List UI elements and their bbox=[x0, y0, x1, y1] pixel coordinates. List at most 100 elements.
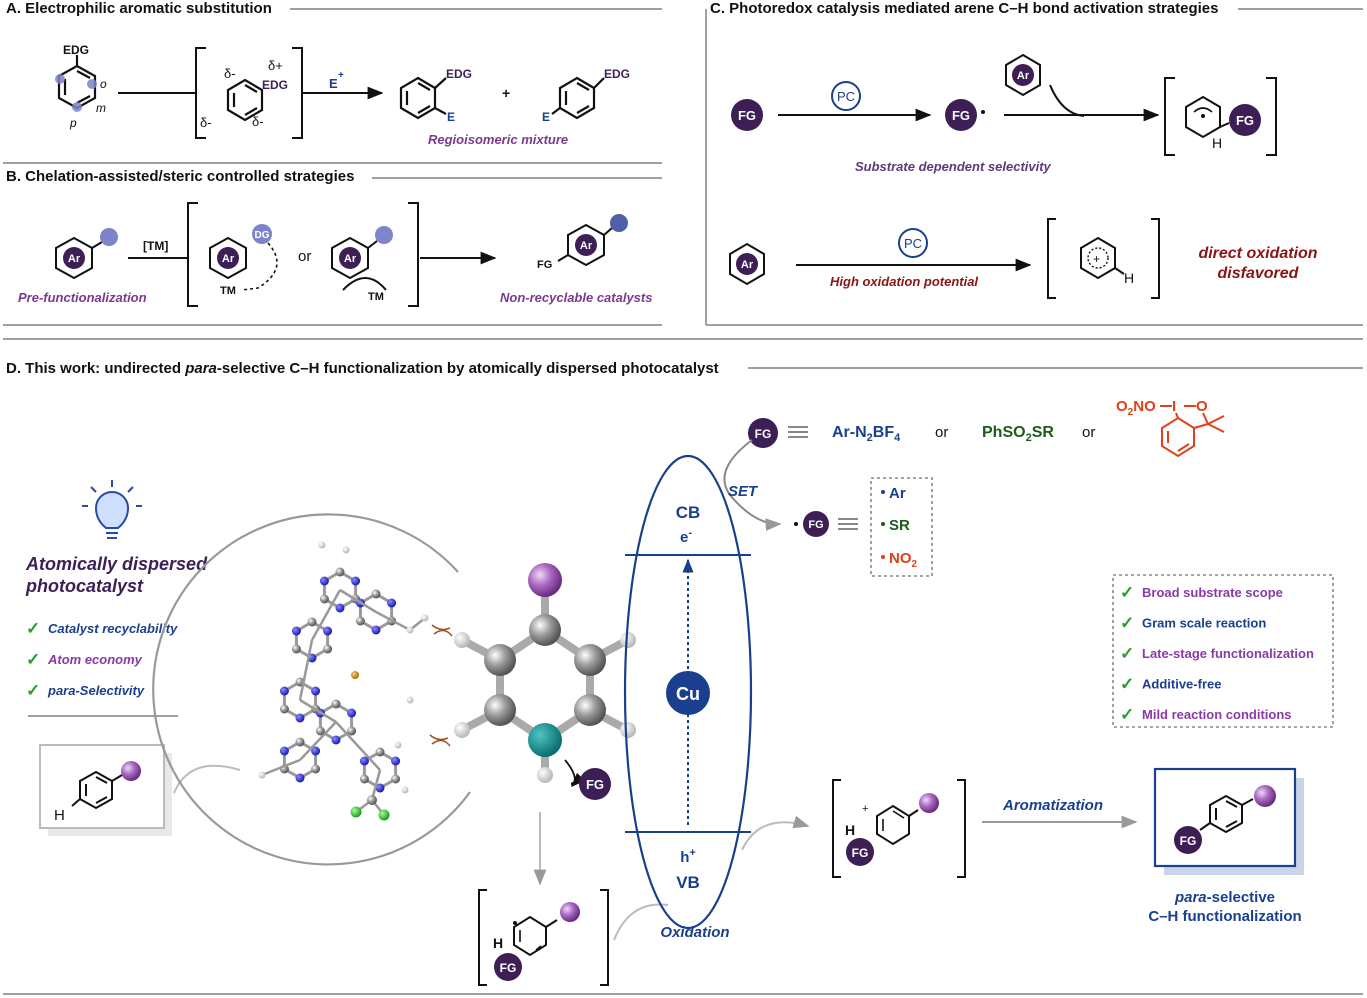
vb-label: VB bbox=[676, 873, 700, 892]
fg-label-product: FG bbox=[1180, 834, 1197, 848]
hydrogen-atom bbox=[394, 741, 402, 749]
delta-plus: δ+ bbox=[268, 58, 283, 73]
feature-item: para-Selectivity bbox=[47, 683, 145, 698]
svg-text:O2NO: O2NO bbox=[1116, 398, 1156, 418]
framework-atom bbox=[291, 644, 301, 654]
check-icon: ✓ bbox=[1120, 614, 1134, 633]
check-icon: ✓ bbox=[1120, 705, 1134, 724]
panel-d-title: D. This work: undirected para-selective … bbox=[6, 360, 719, 377]
check-icon: ✓ bbox=[1120, 644, 1134, 663]
equivalence-sign-1 bbox=[788, 426, 808, 438]
electrophile-plus: + bbox=[338, 70, 344, 81]
oxidation-label: Oxidation bbox=[660, 924, 729, 941]
substituent-sphere-1 bbox=[121, 761, 141, 781]
fg-label-c1: FG bbox=[738, 108, 756, 123]
svg-text:e-: e- bbox=[680, 527, 692, 546]
feature-item: Atom economy bbox=[47, 652, 143, 667]
advantage-item: Late-stage functionalization bbox=[1142, 646, 1314, 661]
bracket-c2-right bbox=[1151, 218, 1160, 299]
hole-sup: + bbox=[689, 847, 695, 859]
fg-badge-radical bbox=[803, 511, 829, 537]
meta-label: m bbox=[96, 101, 106, 115]
ortho-marker bbox=[87, 79, 97, 89]
framework-atom bbox=[391, 756, 401, 766]
hydrogen-atom bbox=[258, 771, 266, 779]
radical-ar: Ar bbox=[889, 485, 906, 502]
substituent-sphere-3 bbox=[919, 793, 939, 813]
hydrogen-atom bbox=[318, 541, 326, 549]
ar-badge-2 bbox=[217, 247, 239, 269]
bracket-d1-right bbox=[600, 889, 609, 986]
substituent-dot-1 bbox=[100, 228, 118, 246]
interaction-mark-1 bbox=[431, 624, 453, 637]
tm-label-2: TM bbox=[368, 291, 384, 303]
ar-badge-1 bbox=[63, 247, 85, 269]
pc-cycle-2 bbox=[898, 228, 928, 258]
bracket-d2-right bbox=[957, 779, 966, 878]
ortho-label: o bbox=[100, 77, 107, 91]
edg-label-2: EDG bbox=[262, 78, 288, 92]
delta-minus-1: δ- bbox=[224, 66, 236, 81]
product-caption-1: para-selective bbox=[1174, 889, 1275, 906]
check-icon: ✓ bbox=[1120, 675, 1134, 694]
product-e-1: E bbox=[447, 110, 455, 124]
substrate-3d bbox=[454, 563, 636, 783]
high-oxidation-caption: High oxidation potential bbox=[830, 274, 978, 289]
framework-atom bbox=[371, 589, 381, 599]
hydrogen-atom bbox=[406, 696, 414, 704]
radical-cation-label: + bbox=[1093, 252, 1100, 266]
framework-atom bbox=[311, 764, 321, 774]
substrate-box bbox=[39, 744, 165, 829]
svg-text:I: I bbox=[1172, 398, 1176, 415]
framework-atom bbox=[359, 756, 369, 766]
oxidation-arrow-d bbox=[741, 815, 810, 851]
set-arrow bbox=[723, 439, 782, 531]
framework-atom bbox=[335, 567, 345, 577]
framework-atom bbox=[295, 773, 305, 783]
radical-no2: NO2 bbox=[889, 550, 918, 570]
fg-label-reagent: FG bbox=[755, 427, 772, 441]
fg-badge-d2 bbox=[494, 953, 522, 981]
bracket-c1-left bbox=[1164, 77, 1175, 156]
section-dividers bbox=[3, 8, 1363, 995]
fg-badge-reagent bbox=[748, 418, 778, 448]
framework-atom bbox=[335, 603, 345, 613]
direct-oxidation-line1: direct oxidation bbox=[1198, 245, 1317, 262]
framework-atom bbox=[387, 598, 397, 608]
framework-atom bbox=[355, 616, 365, 626]
cation-plus: + bbox=[862, 803, 868, 815]
direct-oxidation-line2: disfavored bbox=[1218, 265, 1300, 282]
framework-atom bbox=[307, 617, 317, 627]
framework-atom bbox=[371, 625, 381, 635]
h-label-d3: H bbox=[845, 822, 855, 838]
fg-badge-d3 bbox=[846, 838, 874, 866]
feature-list: ✓Catalyst recyclability✓Atom economy✓par… bbox=[26, 619, 178, 700]
fg-radical-badge bbox=[945, 99, 977, 131]
electron-sup: - bbox=[688, 527, 692, 539]
framework-atom bbox=[291, 626, 301, 636]
hydrogen-atom bbox=[401, 786, 409, 794]
chlorine-atom bbox=[378, 809, 390, 821]
fg-label-d3: FG bbox=[852, 846, 869, 860]
ar-badge-4 bbox=[575, 234, 597, 256]
chelation-dash bbox=[241, 242, 278, 291]
band-ellipse bbox=[623, 454, 753, 930]
bracket-right bbox=[292, 47, 303, 139]
bracket-c2-left bbox=[1047, 218, 1056, 299]
product-box bbox=[1153, 767, 1297, 868]
or-label-2: or bbox=[1082, 424, 1095, 441]
substituent-dot-3 bbox=[375, 226, 393, 244]
photocatalyst-heading-2: photocatalyst bbox=[25, 576, 144, 596]
regioisomeric-caption: Regioisomeric mixture bbox=[428, 132, 568, 147]
fg-badge-c3 bbox=[1229, 104, 1261, 136]
fg-label-b: FG bbox=[537, 259, 552, 271]
svg-text:h+: h+ bbox=[680, 847, 696, 866]
para-label: p bbox=[69, 116, 77, 130]
advantage-item: Mild reaction conditions bbox=[1142, 707, 1292, 722]
electrophile-label: E bbox=[329, 76, 338, 91]
product-caption-2: C–H functionalization bbox=[1148, 908, 1301, 925]
product-edg-1: EDG bbox=[446, 67, 472, 81]
ar-label-4: Ar bbox=[580, 240, 593, 252]
dg-label: DG bbox=[255, 230, 270, 241]
substituent-dot-4 bbox=[610, 214, 628, 232]
